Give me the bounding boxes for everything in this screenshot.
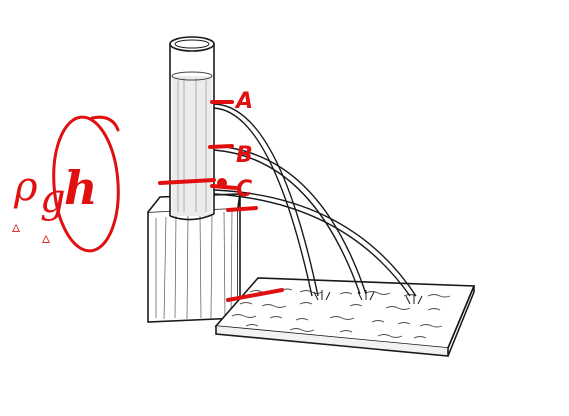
label-a: A bbox=[234, 89, 253, 114]
tray-level-mark bbox=[226, 288, 284, 302]
formula-g: g bbox=[40, 176, 66, 222]
jet-b bbox=[213, 145, 367, 295]
glass-cylinder bbox=[169, 36, 215, 221]
water-jets bbox=[213, 103, 417, 297]
jet-a bbox=[213, 103, 319, 297]
hole-marker-b bbox=[208, 144, 234, 149]
formula-h: h bbox=[64, 161, 97, 215]
label-b: B bbox=[236, 143, 253, 168]
water-tray bbox=[214, 277, 476, 357]
depth-line bbox=[158, 178, 216, 185]
hole-marker-c-dot bbox=[217, 178, 227, 188]
label-c: C bbox=[236, 177, 252, 202]
delta-mark-1: ▵ bbox=[12, 217, 20, 236]
h-circle bbox=[52, 115, 120, 253]
formula-rho: ρ bbox=[13, 164, 38, 210]
delta-mark-2: ▵ bbox=[42, 228, 50, 247]
jet-c bbox=[213, 189, 417, 297]
red-annotations bbox=[52, 100, 284, 302]
pedestal-top-mark bbox=[226, 206, 258, 212]
